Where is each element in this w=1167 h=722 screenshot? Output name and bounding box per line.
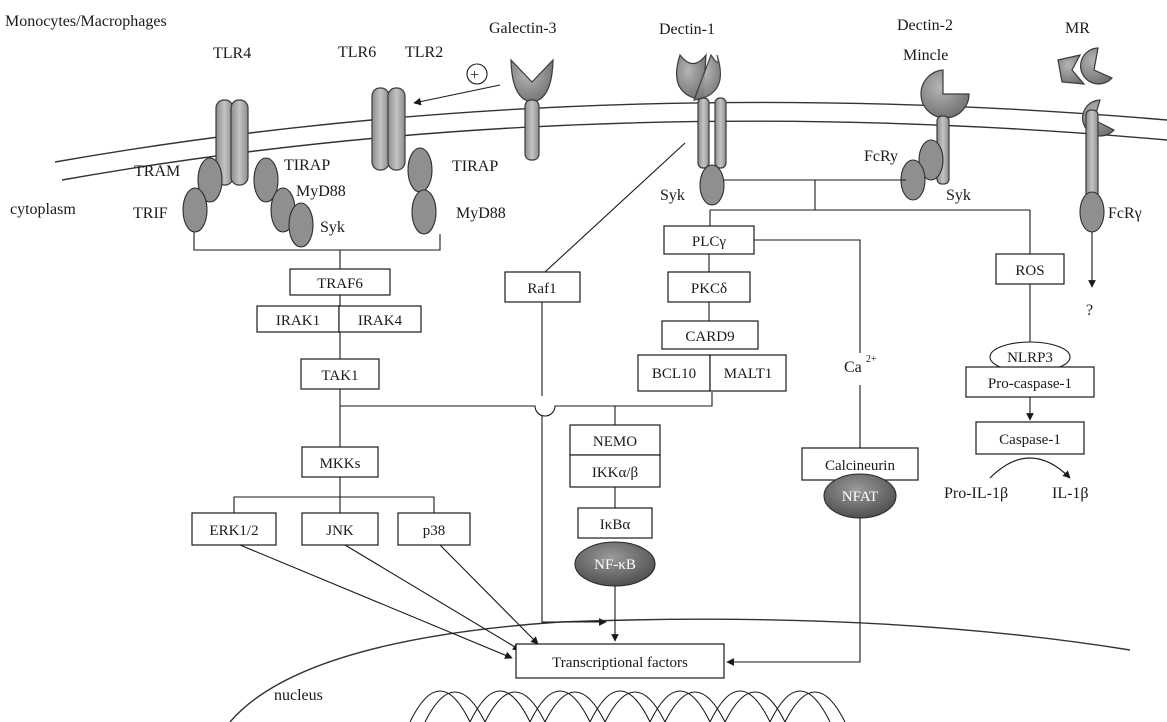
syk-left-label: Syk [320,219,345,236]
myd88-right-label: MyD88 [456,205,506,222]
mr-label: MR [1065,20,1090,37]
plcg-label: PLCγ [692,234,727,250]
jnk-label: JNK [326,523,354,539]
caspase1-label: Caspase-1 [999,432,1061,448]
plcg-ca-line [754,240,860,353]
galectin3-label: Galectin-3 [489,20,557,37]
tirap-left-label: TIRAP [284,157,330,174]
malt1-label: MALT1 [724,366,773,382]
erk-arrow [240,545,512,658]
nfat-label: NFAT [842,489,878,505]
tirap-right-label: TIRAP [452,158,498,175]
card9-label: CARD9 [685,329,734,345]
procaspase1-label: Pro-caspase-1 [988,376,1072,392]
fcry-mr-label: FcRγ [1108,205,1142,222]
syk-dectin2-label: Syk [946,187,971,204]
traf6-label: TRAF6 [317,276,363,292]
tak1-card9-connector [340,392,712,416]
tram-label: TRAM [134,163,180,180]
nfkb-label: NF-κB [594,557,636,573]
myd88-left-label: MyD88 [296,183,346,200]
dectin2-label: Dectin-2 [897,17,953,34]
myd88-right-adaptor [412,190,436,234]
pro-il1b-label: Pro-IL-1β [944,485,1008,502]
syk-dectin1-adaptor [700,165,724,205]
dna-helix-icon [410,691,845,722]
cell-type-label: Monocytes/Macrophages [5,13,167,30]
fcry-dectin2-label: FcRy [864,148,898,165]
ros-label: ROS [1015,263,1044,279]
mincle-label: Mincle [903,47,948,64]
fcry-mr-adaptor [1080,192,1104,232]
question-mark: ? [1086,302,1093,319]
nfat-arrow [727,518,860,662]
tak1-label: TAK1 [321,368,358,384]
nlrp3-label: NLRP3 [1007,350,1053,366]
galectin3-to-tlr2-arrow [414,85,500,103]
nemo-label: NEMO [593,434,637,450]
trif-label: TRIF [133,205,168,222]
tirap-right-adaptor [408,148,432,192]
irak1-label: IRAK1 [276,313,320,329]
tlr6-label: TLR6 [338,44,376,61]
ikba-label: IκBα [600,517,631,533]
p38-label: p38 [423,523,446,539]
ca-label: Ca [844,359,862,376]
trif-adaptor [183,188,207,232]
il1b-label: IL-1β [1052,485,1089,502]
galectin3-receptor [511,60,553,160]
syk-left-adaptor [289,203,313,247]
dectin1-receptor [677,55,726,168]
tlr6-tlr2-receptor [372,88,405,170]
mkks-label: MKKs [320,456,361,472]
pkcd-label: PKCδ [691,281,727,297]
mkks-branch-connector [234,477,434,513]
plus-sign: + [470,67,479,84]
irak4-label: IRAK4 [358,313,403,329]
syk-dectin1-label: Syk [660,187,685,204]
ikk-label: IKKα/β [592,465,638,481]
tlr2-label: TLR2 [405,44,443,61]
transcriptional-factors-label: Transcriptional factors [552,655,688,671]
calcineurin-label: Calcineurin [825,458,895,474]
cytoplasm-label: cytoplasm [10,201,76,218]
jnk-arrow [345,545,520,650]
erk-label: ERK1/2 [209,523,258,539]
mr-receptor [1058,48,1114,210]
tlr4-label: TLR4 [213,45,251,62]
bcl10-label: BCL10 [652,366,696,382]
il1b-conversion-arrow [990,458,1070,478]
ca-superscript: 2+ [866,354,877,365]
tlr-branch-connector [194,232,440,250]
nucleus-label: nucleus [274,687,323,704]
raf1-label: Raf1 [527,281,556,297]
dectin1-label: Dectin-1 [659,21,715,38]
